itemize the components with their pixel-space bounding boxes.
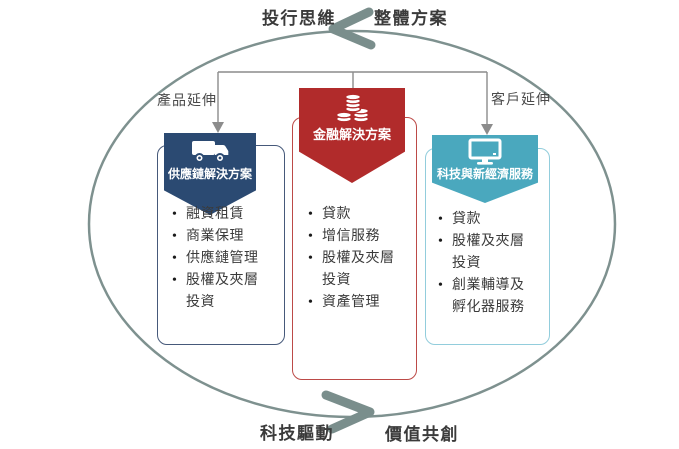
customer-extension-label: 客戶延伸 xyxy=(491,93,551,108)
list-item: •股權及夾層投資 xyxy=(438,231,534,275)
supply-chain-title: 供應鏈解決方案 xyxy=(167,167,252,181)
product-extension-label: 產品延伸 xyxy=(157,94,217,109)
bullet-icon: • xyxy=(172,251,178,266)
bottom-flow-right-label: 價值共創 xyxy=(385,425,459,444)
list-item: •股權及夾層投資 xyxy=(308,248,404,292)
bullet-icon: • xyxy=(438,212,444,227)
list-item: •貸款 xyxy=(438,209,534,231)
bullet-icon: • xyxy=(308,207,314,222)
bullet-icon: • xyxy=(308,251,314,266)
branch-connector-lines xyxy=(217,71,488,125)
list-item: •股權及夾層投資 xyxy=(172,270,268,314)
bullet-icon: • xyxy=(438,234,444,249)
list-item: •資產管理 xyxy=(308,292,404,314)
bullet-icon: • xyxy=(438,278,444,293)
supply-chain-list: •融資租賃 •商業保理 •供應鏈管理 •股權及夾層投資 xyxy=(172,204,268,314)
tech-list: •貸款 •股權及夾層投資 •創業輔導及孵化器服務 xyxy=(438,209,534,319)
list-item: •融資租賃 xyxy=(172,204,268,226)
down-arrowhead-right xyxy=(481,124,493,135)
down-arrowhead-left xyxy=(212,122,224,133)
top-flow-left-label: 投行思維 xyxy=(262,9,336,28)
financial-list: •貸款 •增信服務 •股權及夾層投資 •資產管理 xyxy=(308,204,404,314)
bullet-icon: • xyxy=(172,273,178,288)
right-chevron-arrow xyxy=(321,390,375,434)
tech-title: 科技與新經濟服務 xyxy=(436,167,533,181)
top-flow-right-label: 整體方案 xyxy=(374,9,448,28)
financial-title: 金融解決方案 xyxy=(312,127,391,142)
bullet-icon: • xyxy=(308,295,314,310)
bottom-flow-left-label: 科技驅動 xyxy=(260,424,334,443)
bullet-icon: • xyxy=(308,229,314,244)
list-item: •增信服務 xyxy=(308,226,404,248)
truck-icon xyxy=(190,138,230,165)
bullet-icon: • xyxy=(172,229,178,244)
list-item: •貸款 xyxy=(308,204,404,226)
list-item: •商業保理 xyxy=(172,226,268,248)
coins-icon xyxy=(333,92,371,124)
bullet-icon: • xyxy=(172,207,178,222)
left-chevron-arrow xyxy=(328,7,376,50)
list-item: •供應鏈管理 xyxy=(172,248,268,270)
monitor-icon xyxy=(467,138,503,166)
list-item: •創業輔導及孵化器服務 xyxy=(438,275,534,319)
